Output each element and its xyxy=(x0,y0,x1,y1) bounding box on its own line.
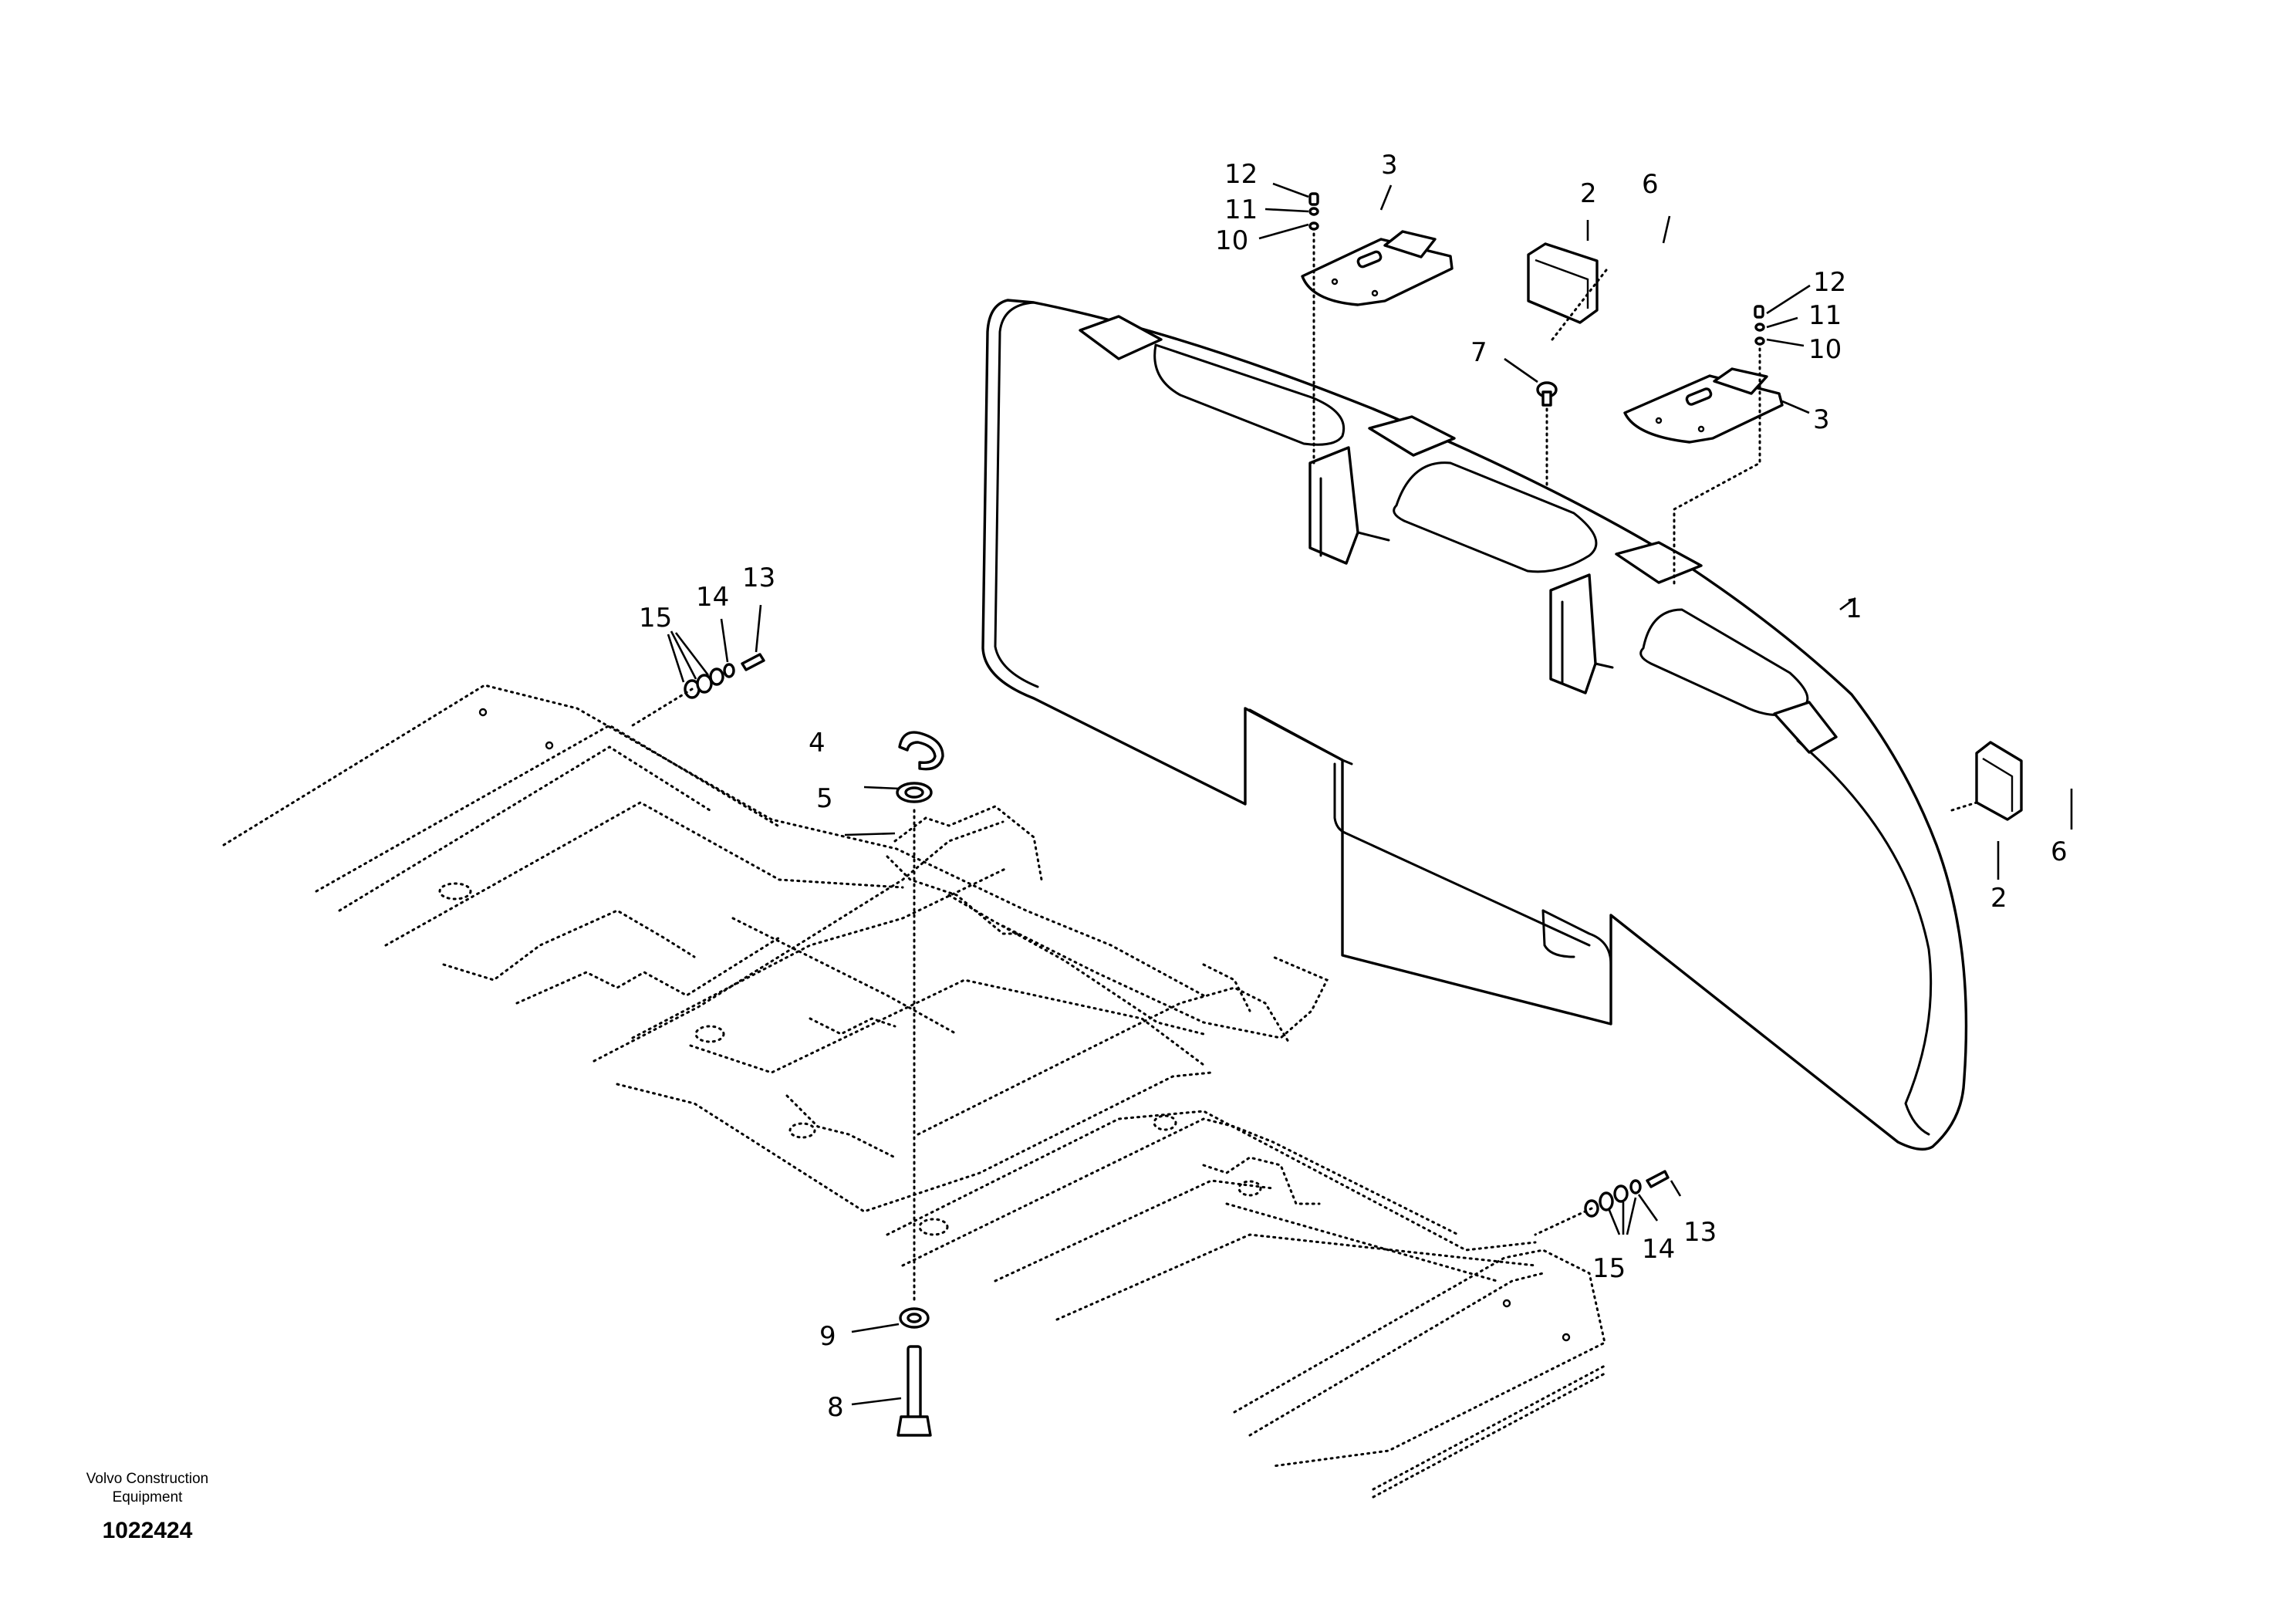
callout-7: 7 xyxy=(1470,337,1487,368)
callout-15-right: 15 xyxy=(1592,1253,1626,1284)
callout-3-upper: 3 xyxy=(1381,150,1398,181)
brand-name-line-1: Volvo Construction xyxy=(86,1471,209,1487)
callout-6-top: 6 xyxy=(1642,169,1659,200)
fasteners-left xyxy=(684,653,765,699)
reflector-plate-right xyxy=(1975,741,2023,821)
callout-2-right: 2 xyxy=(1990,883,2007,914)
callout-labels: 1 2 2 3 3 4 5 6 6 7 8 9 10 10 11 11 12 1… xyxy=(639,150,2068,1423)
callout-11-right: 11 xyxy=(1808,300,1842,331)
callout-2-top: 2 xyxy=(1580,178,1597,209)
callout-11-left: 11 xyxy=(1224,194,1258,225)
callout-13-left: 13 xyxy=(742,563,775,593)
assembly-lines xyxy=(631,232,1978,1306)
upper-frame xyxy=(222,684,1606,1499)
callout-13-right: 13 xyxy=(1683,1217,1717,1248)
fasteners-right xyxy=(1584,1170,1670,1218)
reflector-plate-top xyxy=(1527,242,1599,324)
counterweight xyxy=(981,299,1968,1151)
callout-5: 5 xyxy=(816,783,833,814)
callout-14-right: 14 xyxy=(1642,1234,1675,1265)
fasteners-upper-right xyxy=(1754,305,1765,346)
callout-15-left: 15 xyxy=(639,603,672,634)
u-bolt-4 xyxy=(898,731,944,771)
bracket-upper-right xyxy=(1623,367,1784,444)
washer-9 xyxy=(899,1307,930,1329)
callout-10-left: 10 xyxy=(1215,225,1248,256)
callout-12-right: 12 xyxy=(1813,267,1846,298)
callout-14-left: 14 xyxy=(696,582,729,613)
callout-8: 8 xyxy=(827,1392,844,1423)
callout-9: 9 xyxy=(819,1321,836,1352)
callout-10-right: 10 xyxy=(1808,334,1842,365)
brand-name-line-2: Equipment xyxy=(112,1489,183,1505)
callout-4: 4 xyxy=(809,728,826,759)
plug-7 xyxy=(1536,381,1558,407)
callout-12-left: 12 xyxy=(1224,159,1258,190)
callout-3-lower: 3 xyxy=(1813,404,1830,435)
callout-6-right: 6 xyxy=(2051,836,2068,867)
bracket-upper-left xyxy=(1301,230,1454,306)
callout-1: 1 xyxy=(1845,593,1862,624)
washer-5 xyxy=(896,782,933,803)
bolt-8 xyxy=(896,1345,932,1437)
leader-lines xyxy=(667,182,2073,1406)
drawing-number: 1022424 xyxy=(102,1518,193,1543)
fasteners-upper-left xyxy=(1308,192,1319,231)
